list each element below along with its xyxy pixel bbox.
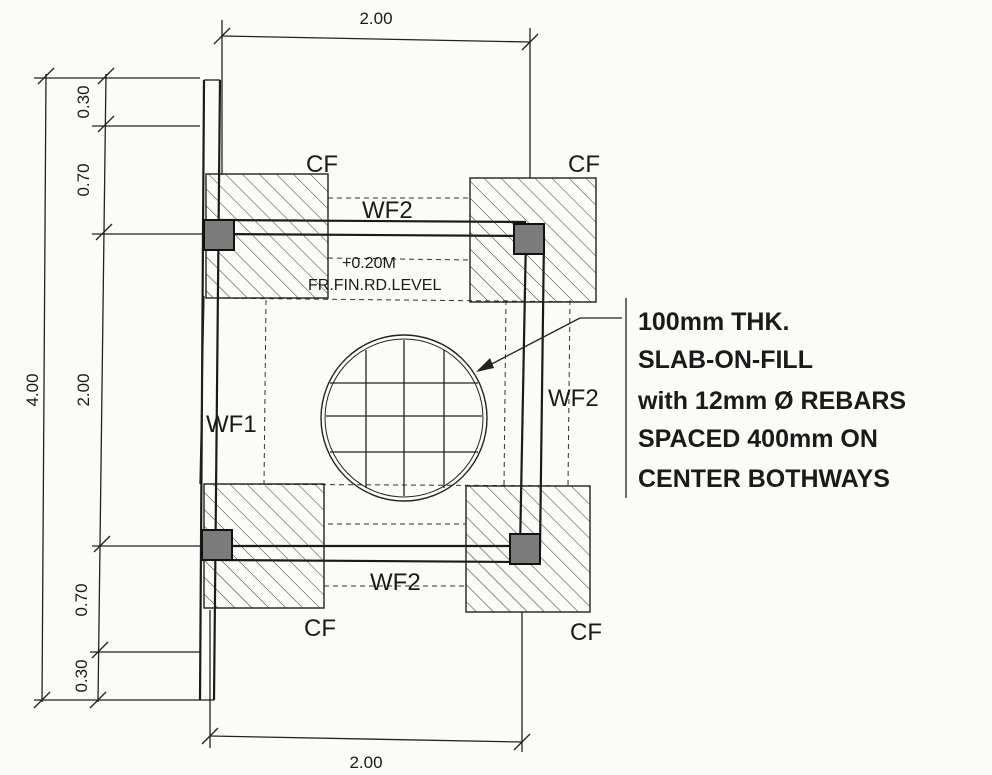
wf1-label: WF1 bbox=[206, 411, 257, 438]
segment-label-middle: 2.00 bbox=[74, 373, 93, 406]
overall-height-label: 4.00 bbox=[23, 373, 42, 406]
top-width-label: 2.00 bbox=[359, 9, 392, 28]
segment-label-top-footing: 0.70 bbox=[74, 163, 93, 196]
elevation-label: +0.20M bbox=[342, 255, 396, 272]
bottom-width-dimension: 2.00 bbox=[201, 610, 531, 772]
wf2-label-right: WF2 bbox=[548, 385, 599, 412]
column-footing-bottom-left bbox=[201, 483, 325, 609]
slab-note: 100mm THK. SLAB-ON-FILL with 12mm Ø REBA… bbox=[637, 308, 906, 493]
wf2-label-bottom: WF2 bbox=[370, 569, 421, 596]
cf-label-bottom-right: CF bbox=[570, 619, 602, 646]
column-footing-top-left bbox=[203, 173, 329, 299]
elevation-reference-label: FR.FIN.RD.LEVEL bbox=[308, 277, 441, 294]
overall-height-dimension: 4.00 bbox=[23, 67, 200, 709]
cf-label-top-right: CF bbox=[568, 151, 600, 178]
column-footing-bottom-right bbox=[465, 485, 591, 613]
top-width-dimension: 2.00 bbox=[213, 9, 539, 178]
note-line-5: CENTER BOTHWAYS bbox=[638, 465, 890, 493]
note-line-3: with 12mm Ø REBARS bbox=[637, 387, 906, 415]
segment-label-bottom-footing: 0.70 bbox=[72, 583, 91, 616]
segment-label-bottom-edge: 0.30 bbox=[72, 659, 91, 692]
bottom-width-label: 2.00 bbox=[349, 753, 382, 772]
segment-label-top-edge: 0.30 bbox=[74, 85, 93, 118]
column-footing-top-right bbox=[469, 177, 597, 303]
cf-label-bottom-left: CF bbox=[304, 615, 336, 642]
segment-dimensions: 0.30 0.70 2.00 0.70 0.30 bbox=[72, 67, 204, 709]
note-line-1: 100mm THK. bbox=[638, 308, 789, 336]
slab-rebar-circle bbox=[320, 334, 488, 502]
cf-label-top-left: CF bbox=[306, 151, 338, 178]
note-line-2: SLAB-ON-FILL bbox=[638, 346, 813, 374]
wf2-label-top: WF2 bbox=[362, 197, 413, 224]
note-leader-arrow bbox=[476, 298, 627, 498]
note-line-4: SPACED 400mm ON bbox=[638, 425, 878, 453]
